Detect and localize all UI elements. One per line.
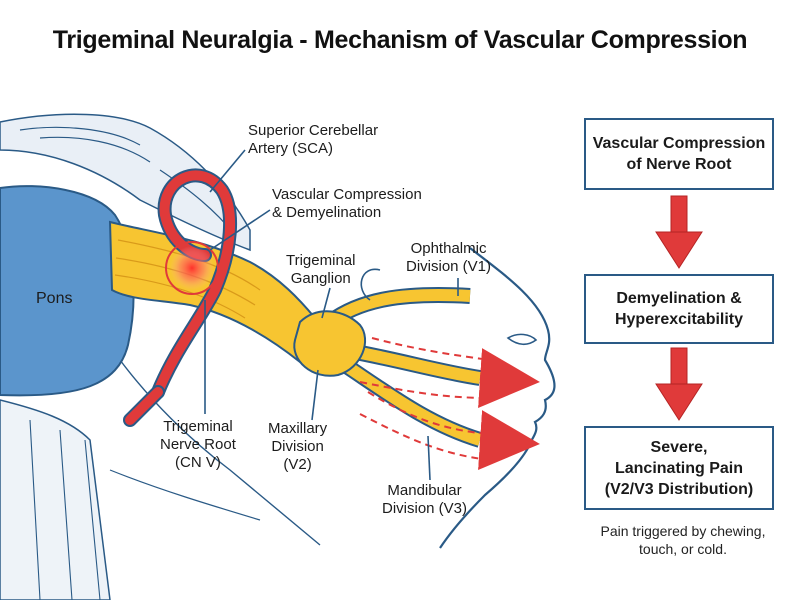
v3-leader <box>427 435 431 481</box>
v2-pain-arrow <box>478 348 540 408</box>
sca-leader <box>209 149 246 193</box>
v2-leader <box>311 369 319 421</box>
cerebellum-fold <box>39 136 151 163</box>
ganglion-label: Trigeminal Ganglion <box>286 252 356 287</box>
flow-arrow-1 <box>655 195 703 269</box>
v2-label: Maxillary Division (V2) <box>268 420 328 473</box>
cerebellum-fold <box>19 126 141 146</box>
cerebellum-outline <box>0 113 251 252</box>
brainstem-lower <box>0 399 111 600</box>
eye <box>506 333 538 346</box>
sca-label: Superior Cerebellar Artery (SCA) <box>248 122 379 157</box>
compression-label: Vascular Compression & Demyelination <box>272 186 422 221</box>
flow-box-compression: Vascular Compression of Nerve Root <box>584 118 774 190</box>
v3-pain-arrow <box>478 410 540 470</box>
v3-label: Mandibular Division (V3) <box>382 482 468 517</box>
pain-trigger-note: Pain triggered by chewing, touch, or col… <box>600 523 766 557</box>
v1-label: Ophthalmic Division (V1) <box>406 240 492 275</box>
flow-box-pain: Severe, Lancinating Pain (V2/V3 Distribu… <box>584 426 774 510</box>
face-profile <box>439 247 556 549</box>
page-title: Trigeminal Neuralgia - Mechanism of Vasc… <box>52 26 748 54</box>
root-label: Trigeminal Nerve Root (CN V) <box>160 418 236 471</box>
ear <box>360 268 381 301</box>
compression-leader <box>209 209 271 251</box>
ganglion-leader <box>321 287 331 319</box>
trigeminal-ganglion <box>293 310 366 377</box>
flow-box-demyelination: Demyelination & Hyperexcitability <box>584 274 774 344</box>
compression-glow <box>170 246 214 290</box>
compression-site-circle <box>165 241 219 295</box>
pons-label: Pons <box>36 290 73 307</box>
flow-arrow-2 <box>655 347 703 421</box>
